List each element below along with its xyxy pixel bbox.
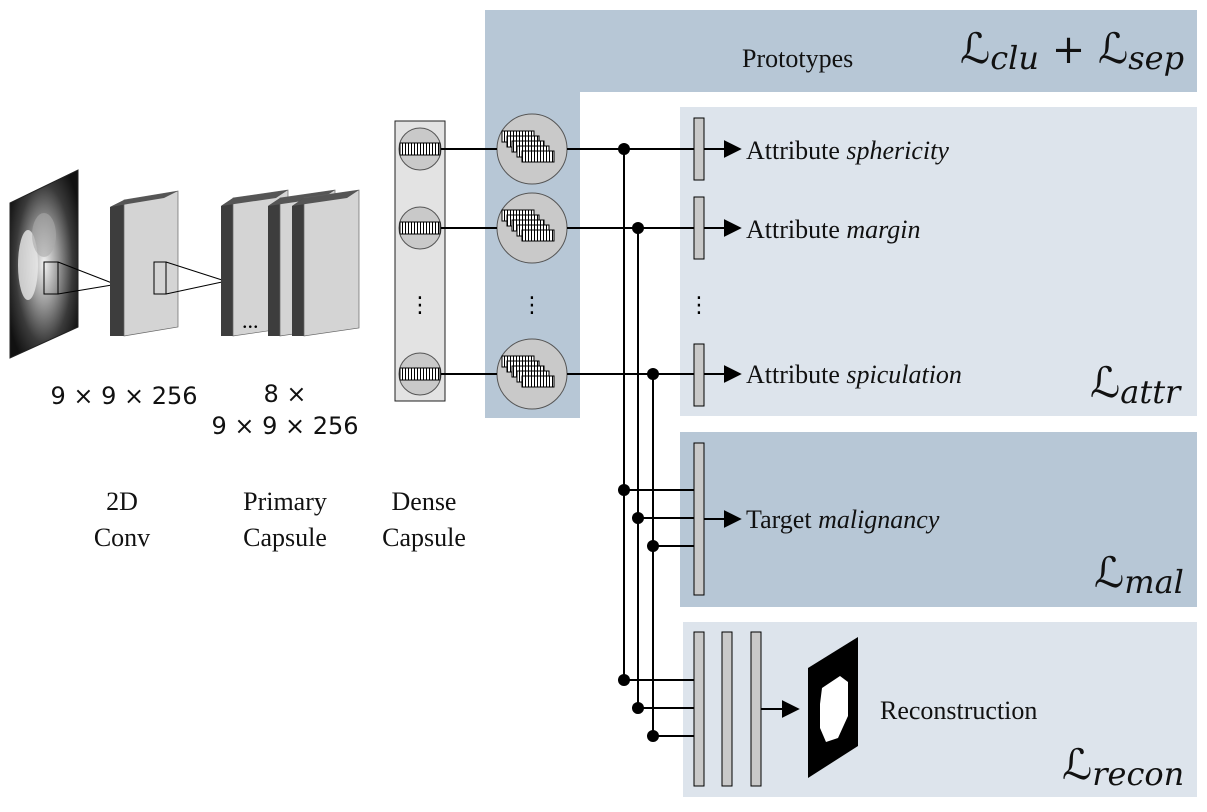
- capsule-vector: [399, 367, 441, 381]
- dense-capsule-label: Dense Capsule: [382, 487, 466, 553]
- target-name: malignancy: [818, 505, 940, 534]
- junction-dot: [618, 674, 630, 686]
- reconstruction-bars: [693, 631, 762, 787]
- target-panel: [680, 432, 1197, 607]
- prototypes-title: Prototypes: [742, 44, 854, 73]
- target-loss: ℒmal: [1094, 552, 1184, 601]
- connection-wires: [441, 148, 694, 737]
- loss-clu-subscript: clu: [990, 39, 1040, 77]
- loss-symbol: ℒ: [960, 24, 991, 73]
- prototype-vector: [521, 375, 555, 388]
- attribute-label-spiculation: Attribute spiculation: [746, 362, 962, 388]
- attribute-label-margin: Attribute margin: [746, 217, 921, 243]
- junction-dot: [632, 222, 644, 234]
- primary-capsule-layers: [221, 189, 360, 337]
- reconstruction-label: Reconstruction: [880, 696, 1038, 725]
- capsule-vector: [399, 142, 441, 156]
- attribute-bar-sphericity: [693, 117, 705, 181]
- prototype-vertical-ellipsis: ⋮: [521, 293, 543, 318]
- loss-mal-subscript: mal: [1124, 563, 1184, 601]
- conv-layer: [110, 190, 179, 337]
- prototype-vector: [521, 150, 555, 163]
- attribute-name: sphericity: [846, 136, 949, 165]
- primary-shape-label: 8 × 9 × 9 × 256: [200, 378, 370, 443]
- input-image: [9, 169, 79, 359]
- junction-dot: [618, 484, 630, 496]
- loss-plus: +: [1051, 27, 1086, 73]
- reconstructed-mask-image: [808, 637, 858, 778]
- primary-capsule-label: Primary Capsule: [243, 487, 327, 553]
- conv-layer-label: 2D Conv: [93, 487, 151, 553]
- prototype-vector: [521, 229, 555, 242]
- attribute-name: margin: [846, 215, 921, 244]
- attribute-bar-margin: [693, 196, 705, 260]
- junction-dot: [647, 540, 659, 552]
- primary-ellipsis: ...: [242, 308, 259, 333]
- junction-dot: [632, 512, 644, 524]
- loss-symbol: ℒ: [1090, 358, 1121, 407]
- capsule-vector: [399, 221, 441, 235]
- target-output-bar: [693, 442, 705, 596]
- attribute-name: spiculation: [846, 360, 962, 389]
- attribute-prefix: Attribute: [746, 360, 840, 389]
- junction-dots: [618, 143, 659, 742]
- junction-dot: [647, 368, 659, 380]
- target-prefix: Target: [746, 505, 812, 534]
- receptive-field-lines-1: [57, 261, 113, 295]
- attribute-output-bars: [693, 117, 705, 407]
- reconstruction-bar-3: [750, 631, 762, 787]
- receptive-field-lines-2: [165, 261, 223, 295]
- loss-symbol: ℒ: [1062, 740, 1093, 789]
- dense-capsules: [398, 127, 442, 396]
- attribute-bar-spiculation: [693, 343, 705, 407]
- loss-sep-subscript: sep: [1128, 39, 1185, 77]
- attribute-loss: ℒattr: [1090, 362, 1181, 411]
- primary-shape-text: 8 × 9 × 9 × 256: [211, 380, 359, 441]
- prototypes-loss: ℒclu + ℒsep: [960, 27, 1185, 77]
- dense-vertical-ellipsis: ⋮: [409, 293, 431, 318]
- loss-attr-subscript: attr: [1120, 373, 1181, 411]
- junction-dot: [618, 143, 630, 155]
- attribute-label-sphericity: Attribute sphericity: [746, 138, 949, 164]
- reconstruction-bar-1: [693, 631, 705, 787]
- attribute-vertical-ellipsis: ⋮: [688, 293, 710, 318]
- reconstruction-bar-2: [721, 631, 733, 787]
- attribute-prefix: Attribute: [746, 136, 840, 165]
- attribute-prefix: Attribute: [746, 215, 840, 244]
- loss-symbol: ℒ: [1094, 548, 1125, 597]
- conv-shape-label: 9 × 9 × 256: [50, 382, 198, 410]
- output-arrows: [704, 140, 800, 718]
- junction-dot: [647, 730, 659, 742]
- attributes-panel: [680, 107, 1197, 416]
- loss-symbol: ℒ: [1097, 24, 1129, 73]
- target-label: Target malignancy: [746, 507, 939, 533]
- loss-recon-subscript: recon: [1092, 755, 1185, 793]
- reconstruction-loss: ℒrecon: [1062, 744, 1185, 793]
- junction-dot: [632, 702, 644, 714]
